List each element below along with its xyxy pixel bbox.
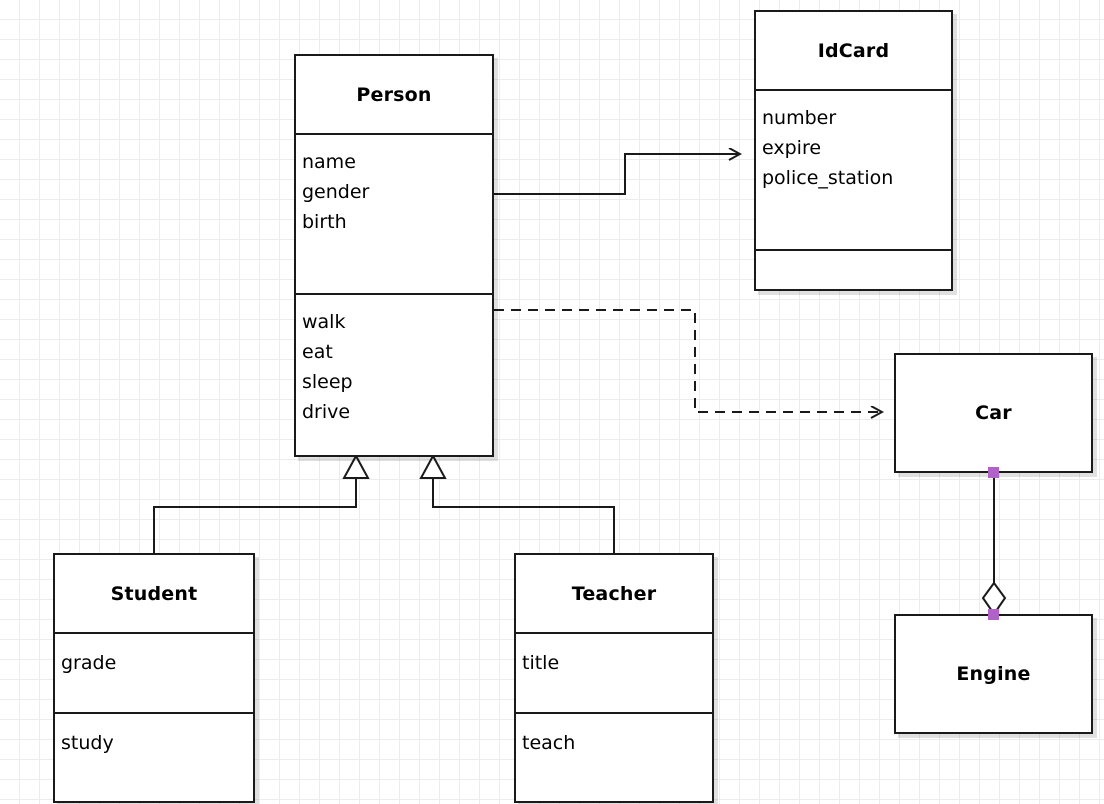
class-idcard-title: IdCard (817, 39, 890, 62)
operation-item: drive (302, 401, 351, 423)
class-student-title: Student (110, 582, 198, 605)
edge-teacher-person[interactable] (419, 453, 615, 553)
attribute-item: name (302, 151, 356, 173)
class-person[interactable]: Person name gender birth walk eat sleep … (294, 54, 494, 457)
class-engine-title: Engine (956, 663, 1031, 685)
connector-handle-car[interactable] (988, 467, 999, 478)
edge-person-car[interactable] (494, 309, 882, 412)
attribute-item: title (522, 652, 560, 674)
operation-item: walk (302, 311, 346, 333)
attribute-item: number (762, 107, 837, 129)
generalization-triangle-teacher (419, 453, 447, 479)
class-student-operations: study (55, 712, 253, 803)
attribute-item: grade (61, 652, 117, 674)
class-engine[interactable]: Engine (894, 614, 1093, 734)
class-idcard-operations (756, 249, 951, 289)
class-person-attributes: name gender birth (296, 133, 492, 293)
attribute-item: expire (762, 137, 822, 159)
generalization-triangle-student (342, 453, 370, 479)
class-idcard-attributes: number expire police_station (756, 89, 951, 249)
class-teacher-title: Teacher (571, 582, 657, 605)
operation-item: eat (302, 341, 333, 363)
class-idcard[interactable]: IdCard number expire police_station (754, 10, 953, 291)
edge-person-idcard[interactable] (494, 154, 740, 195)
class-teacher-attributes: title (516, 632, 712, 712)
class-teacher[interactable]: Teacher title teach (514, 553, 714, 803)
class-person-title: Person (356, 83, 432, 106)
class-student-attributes: grade (55, 632, 253, 712)
class-student[interactable]: Student grade study (53, 553, 255, 803)
operation-item: teach (522, 732, 576, 754)
attribute-item: police_station (762, 167, 894, 189)
connector-handle-engine[interactable] (988, 609, 999, 620)
edge-car-engine[interactable] (981, 473, 1007, 616)
operation-item: sleep (302, 371, 353, 393)
class-teacher-operations: teach (516, 712, 712, 803)
attribute-item: birth (302, 211, 347, 233)
class-person-operations: walk eat sleep drive (296, 293, 492, 455)
edge-student-person[interactable] (153, 453, 370, 553)
class-car-title: Car (975, 402, 1012, 424)
operation-item: study (61, 732, 114, 754)
class-car[interactable]: Car (894, 353, 1093, 473)
attribute-item: gender (302, 181, 370, 203)
